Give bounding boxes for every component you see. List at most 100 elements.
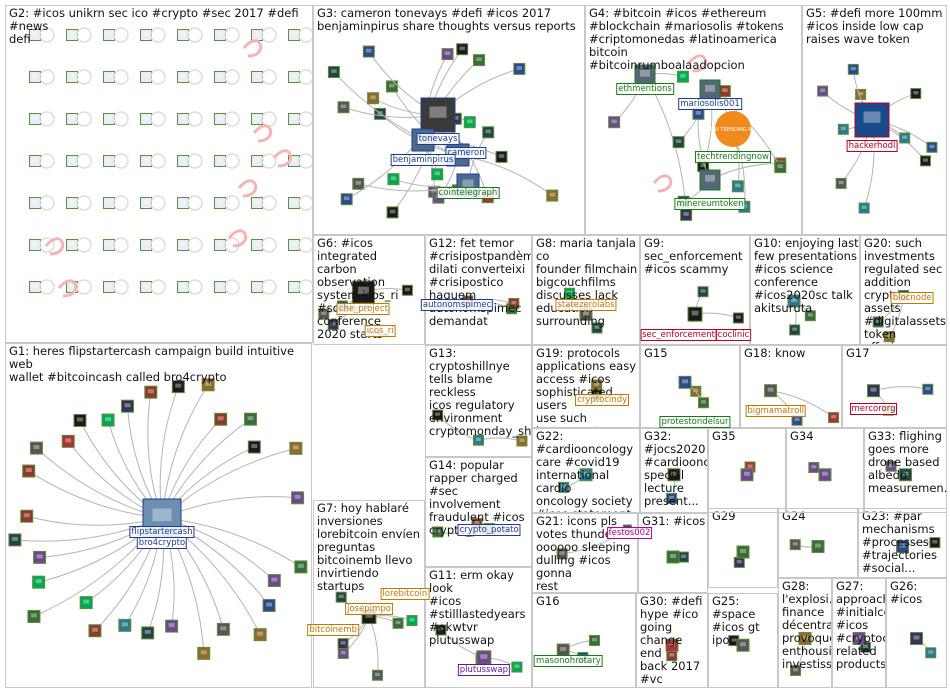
vertex-avatar[interactable] xyxy=(463,116,476,129)
vertex-avatar[interactable] xyxy=(926,141,938,153)
hub-avatar-hackerhodl[interactable] xyxy=(854,102,890,138)
vertex-avatar[interactable] xyxy=(101,413,115,427)
hub-avatar[interactable] xyxy=(764,384,778,398)
vertex-avatar[interactable] xyxy=(676,70,689,83)
vertex-avatar[interactable] xyxy=(197,646,211,660)
hub-avatar[interactable] xyxy=(787,294,801,308)
vertex-avatar[interactable] xyxy=(774,161,787,174)
vertex-avatar[interactable] xyxy=(267,574,281,588)
vertex-avatar[interactable] xyxy=(508,297,520,309)
vertex-avatar[interactable] xyxy=(253,628,267,642)
vertex-avatar[interactable] xyxy=(294,560,308,574)
vertex-avatar[interactable] xyxy=(589,634,601,646)
vertex-avatar[interactable] xyxy=(8,533,22,547)
vertex-avatar[interactable] xyxy=(847,63,859,75)
vertex-avatar[interactable] xyxy=(837,123,849,135)
vertex-avatar[interactable] xyxy=(118,618,132,632)
vertex-avatar[interactable] xyxy=(564,287,576,299)
vertex-avatar[interactable] xyxy=(386,206,399,219)
vertex-avatar[interactable] xyxy=(327,319,339,331)
vertex-avatar[interactable] xyxy=(88,624,102,638)
vertex-avatar[interactable] xyxy=(556,548,568,560)
vertex-avatar[interactable] xyxy=(352,177,365,190)
vertex-avatar[interactable] xyxy=(27,609,41,623)
vertex-avatar[interactable] xyxy=(885,460,897,472)
hub-avatar[interactable] xyxy=(666,550,680,564)
vertex-avatar[interactable] xyxy=(591,322,603,334)
vertex-avatar[interactable] xyxy=(22,464,36,478)
hub-avatar[interactable] xyxy=(687,306,703,322)
vertex-avatar[interactable] xyxy=(731,180,744,193)
vertex-avatar[interactable] xyxy=(804,310,816,322)
hub-avatar[interactable] xyxy=(896,540,909,553)
vertex-avatar[interactable] xyxy=(367,92,380,105)
vertex-avatar[interactable] xyxy=(910,88,922,100)
hub-avatar[interactable] xyxy=(910,632,923,645)
vertex-avatar[interactable] xyxy=(337,638,349,650)
vertex-avatar[interactable] xyxy=(558,481,570,493)
vertex-avatar[interactable] xyxy=(789,539,801,551)
vertex-avatar[interactable] xyxy=(808,461,820,473)
vertex-avatar[interactable] xyxy=(860,641,872,653)
vertex-avatar[interactable] xyxy=(244,412,258,426)
hub-avatar[interactable] xyxy=(852,632,866,645)
vertex-avatar[interactable] xyxy=(327,66,340,79)
vertex-avatar[interactable] xyxy=(29,441,43,455)
hub-avatar[interactable] xyxy=(420,97,456,133)
vertex-avatar[interactable] xyxy=(666,492,678,504)
vertex-avatar[interactable] xyxy=(214,412,228,426)
vertex-avatar[interactable] xyxy=(929,537,941,549)
vertex-avatar[interactable] xyxy=(828,412,840,424)
vertex-avatar[interactable] xyxy=(473,54,486,67)
vertex-avatar[interactable] xyxy=(401,284,413,296)
vertex-avatar[interactable] xyxy=(435,624,447,636)
vertex-avatar[interactable] xyxy=(73,413,87,427)
vertex-avatar[interactable] xyxy=(144,385,158,399)
vertex-avatar[interactable] xyxy=(732,312,744,324)
hub-avatar[interactable] xyxy=(665,638,679,652)
vertex-avatar[interactable] xyxy=(835,177,847,189)
hub-avatar[interactable] xyxy=(899,468,912,482)
vertex-avatar[interactable] xyxy=(431,168,444,181)
vertex-avatar[interactable] xyxy=(335,591,347,603)
vertex-avatar[interactable] xyxy=(392,617,404,629)
vertex-avatar[interactable] xyxy=(456,43,469,56)
vertex-avatar[interactable] xyxy=(698,397,710,409)
vertex-avatar[interactable] xyxy=(608,116,621,129)
vertex-avatar[interactable] xyxy=(858,202,870,214)
vertex-avatar[interactable] xyxy=(495,150,508,163)
vertex-avatar[interactable] xyxy=(291,491,305,505)
hub-avatar[interactable] xyxy=(740,468,754,482)
vertex-avatar[interactable] xyxy=(121,399,135,413)
vertex-avatar[interactable] xyxy=(141,626,155,640)
vertex-avatar[interactable] xyxy=(790,664,802,676)
vertex-avatar[interactable] xyxy=(516,435,528,447)
vertex-avatar[interactable] xyxy=(262,599,276,613)
hub-avatar[interactable] xyxy=(818,468,832,482)
vertex-avatar[interactable] xyxy=(432,409,444,421)
vertex-avatar[interactable] xyxy=(387,173,400,186)
vertex-avatar[interactable] xyxy=(922,383,934,395)
vertex-avatar[interactable] xyxy=(482,126,495,139)
vertex-avatar[interactable] xyxy=(79,596,93,610)
vertex-avatar[interactable] xyxy=(513,62,526,75)
vertex-avatar[interactable] xyxy=(441,48,454,61)
vertex-avatar[interactable] xyxy=(817,85,829,97)
hub-avatar[interactable] xyxy=(678,375,692,389)
vertex-avatar[interactable] xyxy=(546,189,559,202)
vertex-avatar[interactable] xyxy=(789,324,801,336)
vertex-avatar[interactable] xyxy=(32,575,46,589)
vertex-avatar[interactable] xyxy=(20,509,34,523)
vertex-avatar[interactable] xyxy=(362,45,375,58)
vertex-avatar[interactable] xyxy=(171,380,185,394)
vertex-avatar[interactable] xyxy=(872,316,884,328)
vertex-avatar[interactable] xyxy=(247,440,261,454)
vertex-avatar[interactable] xyxy=(201,378,215,392)
vertex-avatar[interactable] xyxy=(371,669,383,681)
vertex-avatar[interactable] xyxy=(33,550,47,564)
vertex-avatar[interactable] xyxy=(919,155,931,167)
vertex-avatar[interactable] xyxy=(340,193,353,206)
vertex-avatar[interactable] xyxy=(385,80,398,93)
hub-avatar[interactable] xyxy=(736,638,750,652)
vertex-avatar[interactable] xyxy=(511,661,523,673)
